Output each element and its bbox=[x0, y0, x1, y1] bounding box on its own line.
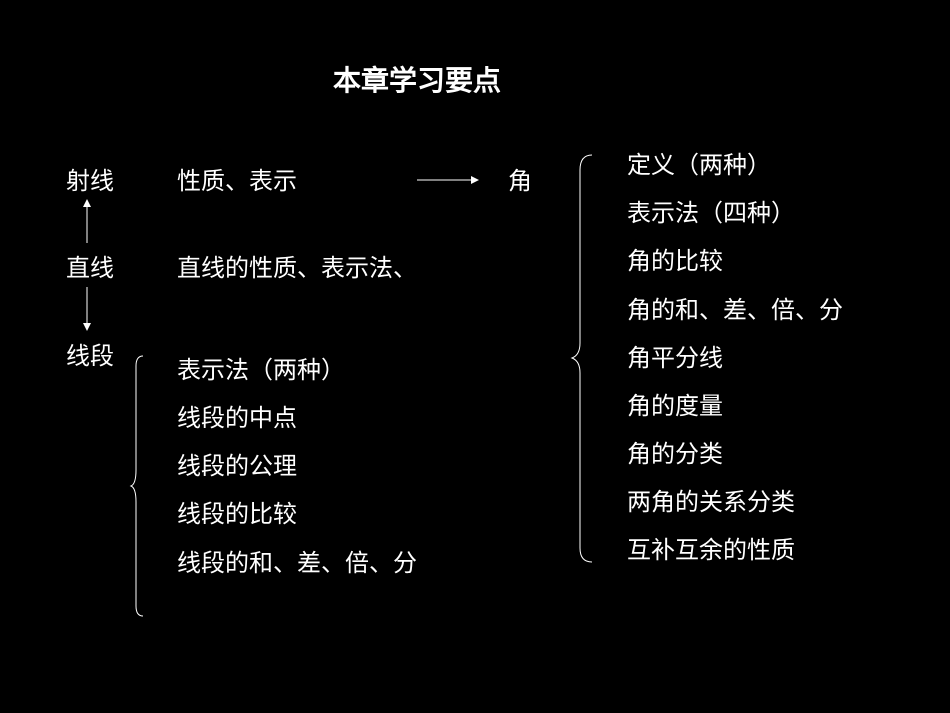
angle-item: 定义（两种） bbox=[627, 151, 771, 179]
angle-brace bbox=[570, 154, 593, 563]
angle-item: 角的和、差、倍、分 bbox=[627, 296, 843, 324]
ray-term: 射线 bbox=[66, 167, 114, 195]
segment-term: 线段 bbox=[66, 342, 114, 370]
angle-item: 角的度量 bbox=[627, 392, 723, 420]
segment-item: 线段的和、差、倍、分 bbox=[177, 549, 417, 577]
segment-item: 表示法（两种） bbox=[177, 356, 345, 384]
line-term: 直线 bbox=[66, 254, 114, 282]
angle-term: 角 bbox=[508, 167, 532, 195]
angle-item: 角平分线 bbox=[627, 344, 723, 372]
angle-item: 角的分类 bbox=[627, 440, 723, 468]
segment-item: 线段的比较 bbox=[177, 500, 297, 528]
page-title: 本章学习要点 bbox=[333, 64, 502, 97]
ray-description: 性质、表示 bbox=[177, 167, 297, 195]
segment-item: 线段的公理 bbox=[177, 452, 297, 480]
angle-item: 表示法（四种） bbox=[627, 199, 795, 227]
segment-brace bbox=[129, 355, 144, 617]
line-description: 直线的性质、表示法、 bbox=[177, 254, 417, 282]
segment-item: 线段的中点 bbox=[177, 404, 297, 432]
angle-item: 角的比较 bbox=[627, 247, 723, 275]
angle-item: 互补互余的性质 bbox=[627, 536, 795, 564]
angle-item: 两角的关系分类 bbox=[627, 488, 795, 516]
